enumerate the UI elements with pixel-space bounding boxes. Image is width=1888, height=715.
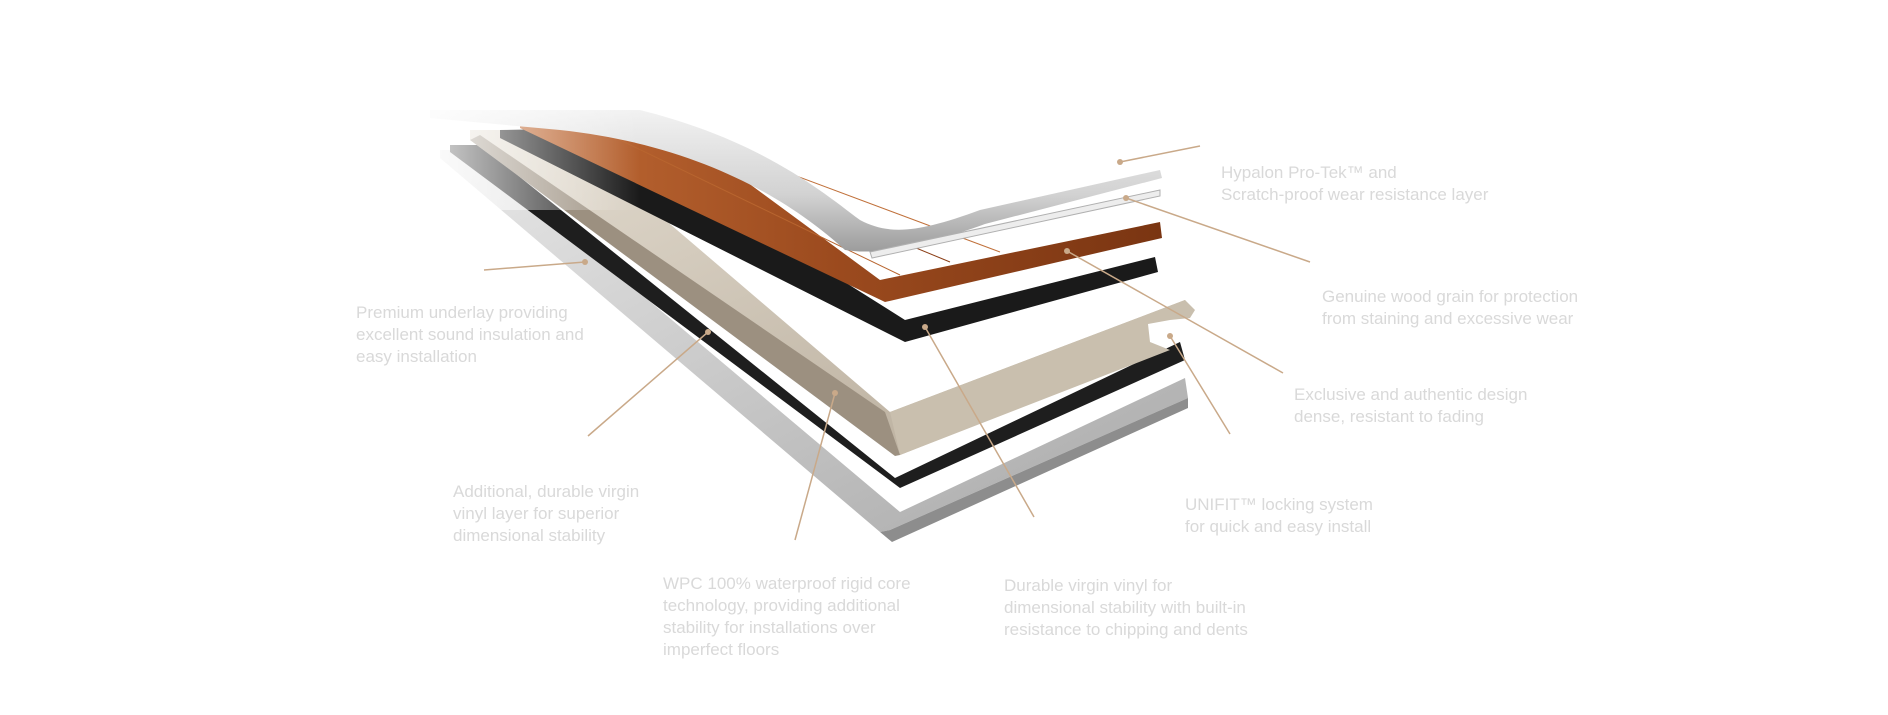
callout-underlay: Premium underlay providing excellent sou… [356,302,584,368]
callout-line: dimensional stability [453,526,606,545]
callout-line: dense, resistant to fading [1294,407,1484,426]
callout-line: technology, providing additional [663,596,900,615]
callout-line: Durable virgin vinyl for [1004,576,1173,595]
leader-line-balance [587,331,709,437]
balance-layer [450,145,1185,488]
leader-line-underlay [483,261,586,271]
callout-line: Hypalon Pro-Tek™ and [1221,163,1397,182]
callout-line: for quick and easy install [1185,517,1372,536]
callout-line: UNIFIT™ locking system [1185,495,1373,514]
callout-wpc-core: WPC 100% waterproof rigid core technolog… [663,573,911,661]
callout-line: easy installation [356,347,477,366]
leader-dots [582,159,1173,396]
leader-lines [483,145,1311,541]
callout-black-layer: Exclusive and authentic design dense, re… [1294,384,1527,428]
callout-line: dimensional stability with built-in [1004,598,1246,617]
wear-layer [430,110,1162,259]
callout-line: Genuine wood grain for protection [1322,287,1579,306]
leader-line-black-layer [1066,250,1284,374]
callout-line: stability for installations over [663,618,876,637]
callout-wood-grain: Genuine wood grain for protection from s… [1322,286,1578,330]
callout-locking: UNIFIT™ locking system for quick and eas… [1185,494,1373,538]
callout-line: Additional, durable virgin [453,482,640,501]
leader-line-virgin-vinyl [924,326,1035,518]
callout-line: excellent sound insulation and [356,325,584,344]
leader-line-locking [1169,335,1231,435]
leader-line-wear [1119,145,1201,163]
callout-line: resistance to chipping and dents [1004,620,1248,639]
leader-line-wood-grain [1125,197,1311,263]
callout-line: Premium underlay providing [356,303,568,322]
callout-line: imperfect floors [663,640,780,659]
callout-line: from staining and excessive wear [1322,309,1574,328]
fade-overlay [380,90,640,210]
callout-line: WPC 100% waterproof rigid core [663,574,911,593]
callout-wear-layer: Hypalon Pro-Tek™ and Scratch-proof wear … [1221,162,1488,206]
callout-balance-layer: Additional, durable virgin vinyl layer f… [453,481,639,547]
callout-virgin-vinyl: Durable virgin vinyl for dimensional sta… [1004,575,1248,641]
callout-line: Scratch-proof wear resistance layer [1221,185,1489,204]
callout-line: Exclusive and authentic design [1294,385,1528,404]
leader-line-wpc [794,392,836,541]
callout-line: vinyl layer for superior [453,504,620,523]
